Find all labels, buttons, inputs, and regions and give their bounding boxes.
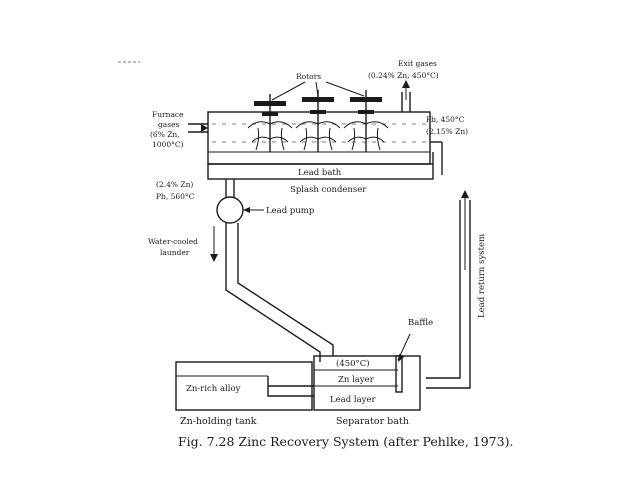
inlet-label: (2.4% Zn) <box>156 180 193 189</box>
separator-bath <box>313 333 421 411</box>
lead-pump-label: Lead pump <box>266 206 315 216</box>
exit-gas-outlet <box>401 80 411 112</box>
exit-gases-label: Exit gases <box>398 59 437 68</box>
lead-pump-circle <box>216 196 244 224</box>
separator-bath-label: Separator bath <box>336 416 409 427</box>
rotor <box>343 90 389 152</box>
rotors <box>247 90 389 152</box>
baffle-label: Baffle <box>408 318 433 328</box>
outlet-label: Pb, 450°C <box>426 115 465 124</box>
lead-bath-label: Lead bath <box>298 168 342 178</box>
furnace-label: (6% Zn, <box>150 130 180 139</box>
lead-layer-label: Lead layer <box>330 395 377 405</box>
zn-layer-label: Zn layer <box>338 375 375 385</box>
separator-box <box>313 355 421 411</box>
outlet-label: (2.15% Zn) <box>426 127 468 136</box>
zn-holding-tank <box>175 361 314 411</box>
furnace-label: Furnace <box>152 110 184 119</box>
separator-temp-label: (450°C) <box>336 358 370 369</box>
rotor <box>247 94 293 152</box>
figure-caption: Fig. 7.28 Zinc Recovery System (after Pe… <box>178 434 513 449</box>
launder-label: launder <box>160 248 190 257</box>
condenser-to-pump-pipe <box>225 179 235 198</box>
furnace-gas-inlet <box>188 123 208 133</box>
lead-return-pipe <box>426 141 471 389</box>
inlet-label: Pb, 560°C <box>156 192 195 201</box>
exit-gases-comp-label: (0.24% Zn, 450°C) <box>368 71 439 80</box>
baffle <box>395 355 403 393</box>
furnace-label: 1000°C) <box>152 140 184 149</box>
rotors-leaders <box>271 81 365 101</box>
water-cooled-launder <box>210 223 334 362</box>
lead-return-label: Lead return system <box>477 234 487 318</box>
launder-label: Water-cooled <box>148 237 198 246</box>
condenser-lower-bath <box>207 163 434 180</box>
zn-rich-alloy-label: Zn-rich alloy <box>186 384 241 394</box>
rotor <box>295 90 341 152</box>
splash-condenser-label: Splash condenser <box>290 185 367 195</box>
zn-holding-tank-label: Zn-holding tank <box>180 416 257 427</box>
lead-pump <box>216 196 264 224</box>
rotors-label: Rotors <box>296 72 321 81</box>
furnace-label: gases <box>158 120 180 129</box>
